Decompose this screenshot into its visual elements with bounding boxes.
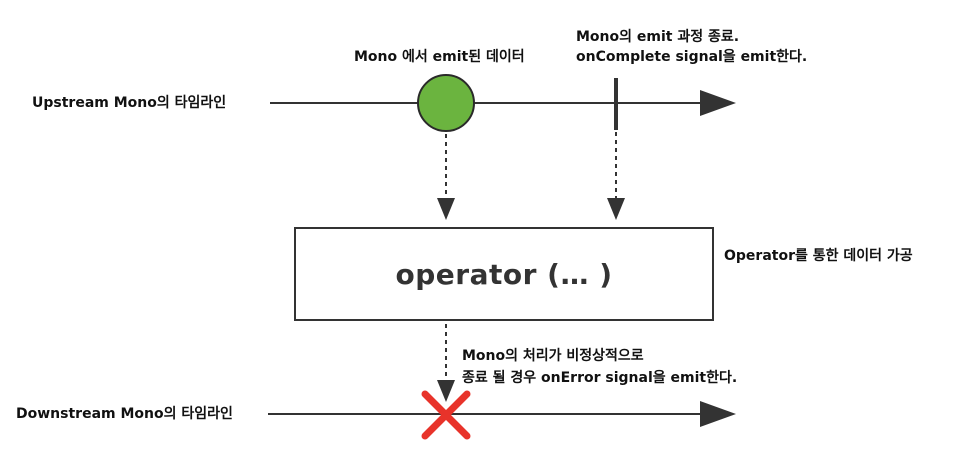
upstream-timeline-label: Upstream Mono의 타임라인 <box>32 95 227 111</box>
emitted-item-icon <box>417 74 475 132</box>
downstream-timeline-arrowhead <box>700 401 736 427</box>
operator-to-downstream-arrowhead <box>437 380 455 402</box>
complete-to-operator-arrowhead <box>607 198 625 220</box>
error-signal-label-line1: Mono의 처리가 비정상적으로 <box>462 348 644 364</box>
error-signal-label-line2: 종료 될 경우 onError signal을 emit한다. <box>462 370 738 386</box>
operator-box: operator (… ) <box>294 227 714 321</box>
complete-signal-label-line2: onComplete signal을 emit한다. <box>576 49 808 65</box>
complete-signal-label-line1: Mono의 emit 과정 종료. <box>576 29 740 45</box>
emitted-to-operator-arrowhead <box>437 198 455 220</box>
error-x-icon <box>421 390 471 440</box>
downstream-timeline-label: Downstream Mono의 타임라인 <box>16 406 233 422</box>
operator-description-label: Operator를 통한 데이터 가공 <box>724 248 913 264</box>
upstream-timeline-arrowhead <box>700 90 736 116</box>
emitted-data-label: Mono 에서 emit된 데이터 <box>354 49 525 65</box>
operator-label: operator (… ) <box>395 257 613 291</box>
